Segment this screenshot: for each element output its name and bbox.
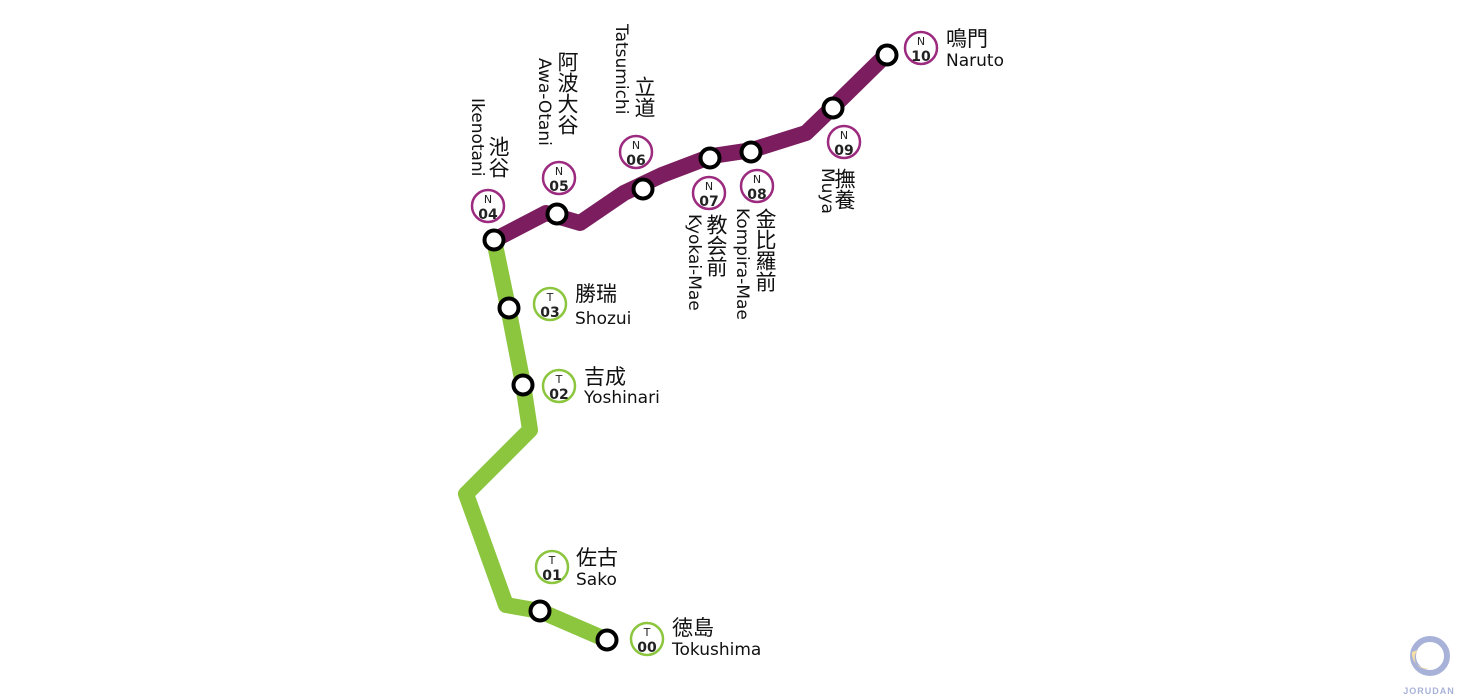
station-number-badge: N 07 xyxy=(691,175,727,211)
station-name-en: Naruto xyxy=(946,51,1004,71)
station-number-badge: N 10 xyxy=(903,30,939,66)
line-code: N xyxy=(632,139,640,152)
line-code: T xyxy=(555,373,563,386)
jorudan-logo: JORUDAN xyxy=(1403,636,1455,696)
station-name-ja: 池谷 xyxy=(486,136,510,178)
station-number: 06 xyxy=(626,153,645,169)
station-yoshinari[interactable]: T 02 吉成 Yoshinari xyxy=(511,365,660,408)
station-name-ja: 阿波大谷 xyxy=(555,51,579,135)
station-kompira-mae[interactable]: N 08 金比羅前 Kompira-Mae xyxy=(732,140,777,320)
station-name-en: Ikenotani xyxy=(467,98,487,176)
station-name-ja: 鳴門 xyxy=(946,27,988,51)
station-name-ja: 勝瑞 xyxy=(575,282,617,306)
station-name-en: Tatsumichi xyxy=(611,23,631,114)
station-name-ja: 教会前 xyxy=(704,214,728,277)
station-tokushima[interactable]: T 00 徳島 Tokushima xyxy=(595,616,762,660)
line-code: N xyxy=(705,180,713,193)
station-marker[interactable] xyxy=(698,146,722,170)
line-code: N xyxy=(555,165,563,178)
station-name-en: Yoshinari xyxy=(583,388,660,408)
station-number: 04 xyxy=(478,207,498,223)
station-sako[interactable]: T 01 佐古 Sako xyxy=(528,546,619,623)
station-name-ja: 立道 xyxy=(632,76,656,118)
line-code: N xyxy=(484,193,492,206)
station-name-ja: 徳島 xyxy=(672,616,714,640)
station-number-badge: T 01 xyxy=(534,549,570,585)
station-shozui[interactable]: T 03 勝瑞 Shozui xyxy=(497,282,632,329)
station-number: 03 xyxy=(540,305,559,321)
station-number-badge: N 05 xyxy=(541,160,577,196)
station-number: 08 xyxy=(747,187,766,203)
station-marker[interactable] xyxy=(595,628,619,652)
station-kyokai-mae[interactable]: N 07 教会前 Kyokai-Mae xyxy=(684,146,728,311)
station-name-en: Kompira-Mae xyxy=(732,208,752,320)
station-marker[interactable] xyxy=(497,296,521,320)
station-name-en: Muya xyxy=(817,168,837,214)
station-number: 00 xyxy=(637,640,657,656)
station-name-ja: 佐古 xyxy=(576,546,618,570)
station-number: 01 xyxy=(542,568,561,584)
station-number: 10 xyxy=(911,49,931,65)
station-marker[interactable] xyxy=(821,96,845,120)
station-number-badge: T 00 xyxy=(629,621,665,657)
station-ikenotani[interactable]: N 04 池谷 Ikenotani xyxy=(467,98,510,252)
station-number-badge: N 06 xyxy=(618,134,654,170)
station-marker[interactable] xyxy=(482,228,506,252)
line-code: T xyxy=(548,554,556,567)
station-marker[interactable] xyxy=(875,43,899,67)
station-name-ja: 吉成 xyxy=(584,365,626,389)
station-number-badge: T 03 xyxy=(532,286,568,322)
station-number: 02 xyxy=(549,387,568,403)
station-name-en: Sako xyxy=(576,570,617,590)
station-number: 05 xyxy=(549,179,568,195)
line-code: T xyxy=(643,626,651,639)
station-number-badge: N 08 xyxy=(739,168,775,204)
station-name-en: Shozui xyxy=(575,309,631,329)
station-marker[interactable] xyxy=(631,177,655,201)
station-awa-otani[interactable]: N 05 阿波大谷 Awa-Otani xyxy=(534,51,579,226)
station-tatsumichi[interactable]: N 06 立道 Tatsumichi xyxy=(611,23,656,201)
station-name-ja: 金比羅前 xyxy=(753,208,777,292)
station-name-en: Kyokai-Mae xyxy=(684,214,704,311)
station-name-ja: 撫養 xyxy=(832,168,856,210)
station-number: 09 xyxy=(834,143,853,159)
station-number: 07 xyxy=(699,194,718,210)
station-name-en: Awa-Otani xyxy=(534,58,554,146)
logo-text: JORUDAN xyxy=(1403,686,1455,696)
station-muya[interactable]: N 09 撫養 Muya xyxy=(817,96,862,214)
station-marker[interactable] xyxy=(739,140,763,164)
logo-moon-icon xyxy=(1411,650,1430,669)
line-code: T xyxy=(546,291,554,304)
line-code: N xyxy=(917,35,925,48)
station-number-badge: N 09 xyxy=(826,124,862,160)
station-number-badge: T 02 xyxy=(541,368,577,404)
station-marker[interactable] xyxy=(545,202,569,226)
station-number-badge: N 04 xyxy=(470,188,506,224)
station-marker[interactable] xyxy=(528,599,552,623)
station-name-en: Tokushima xyxy=(671,640,761,660)
station-marker[interactable] xyxy=(511,373,535,397)
line-code: N xyxy=(753,173,761,186)
line-code: N xyxy=(840,129,848,142)
station-naruto[interactable]: N 10 鳴門 Naruto xyxy=(875,27,1004,71)
logo-crescent-icon xyxy=(1410,636,1450,676)
